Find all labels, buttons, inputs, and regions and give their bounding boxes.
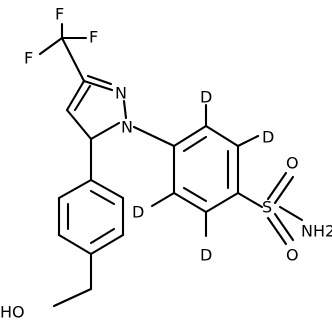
bond-phenyl-bottom-right <box>204 191 240 214</box>
bond-phenyl-s <box>236 191 264 209</box>
bond-s-nh2 <box>278 205 304 222</box>
nitrogen-label-2: N <box>115 84 127 103</box>
bond-phenyl-inner-bottom <box>182 186 208 203</box>
fluorine-label-right: F <box>89 28 98 47</box>
bond-phenyl-top-left <box>172 124 208 148</box>
deuterium-label-right: D <box>262 128 274 147</box>
bond-phenyl-bottom-left <box>172 191 208 214</box>
bond-d-right <box>236 134 260 148</box>
bond-n2-n1 <box>122 99 128 120</box>
fluorine-label-top: F <box>55 5 64 24</box>
bond-hp-top-right <box>89 178 125 200</box>
bond-c3-n2-double <box>86 74 113 86</box>
bond-hp-inner-bottom <box>89 227 116 245</box>
bond-phenyl-inner-top <box>182 135 208 153</box>
bond-n1-c5 <box>89 121 121 141</box>
oxygen-label-bottom: O <box>286 246 299 265</box>
amine-label: NH2 <box>301 222 332 241</box>
bond-cf3-c <box>60 36 86 83</box>
sulfur-label: S <box>262 198 272 217</box>
bond-d-left <box>150 191 176 208</box>
deuterium-label-left: D <box>132 203 144 222</box>
bond-s-o-bottom <box>266 216 288 246</box>
bond-hp-inner-top <box>89 189 116 206</box>
bond-s-o-bottom-double <box>273 212 295 242</box>
bond-c4-c3 <box>65 79 86 112</box>
bond-s-o-top <box>266 171 288 201</box>
oxygen-label-top: O <box>286 154 299 173</box>
bond-ch2-ho <box>52 287 93 308</box>
bond-c3-n2 <box>82 79 114 92</box>
hydroxyl-label: HO <box>0 303 25 321</box>
bond-s-o-top-double <box>273 175 295 205</box>
deuterium-label-bottom: D <box>200 246 212 265</box>
nitrogen-label-1: N <box>121 118 133 137</box>
bond-cf-left <box>38 36 64 56</box>
fluorine-label-left: F <box>24 49 33 68</box>
bond-c4-c3-double <box>73 84 92 112</box>
bond-phenyl-top-right <box>204 124 240 148</box>
bond-hp-bottom-left <box>57 233 93 256</box>
bond-c5-c4 <box>65 108 93 141</box>
bond-hp-top-left <box>57 178 93 200</box>
bond-n1-phenyl <box>132 125 176 148</box>
bond-hp-bottom-right <box>89 233 125 256</box>
deuterium-label-top: D <box>200 88 212 107</box>
